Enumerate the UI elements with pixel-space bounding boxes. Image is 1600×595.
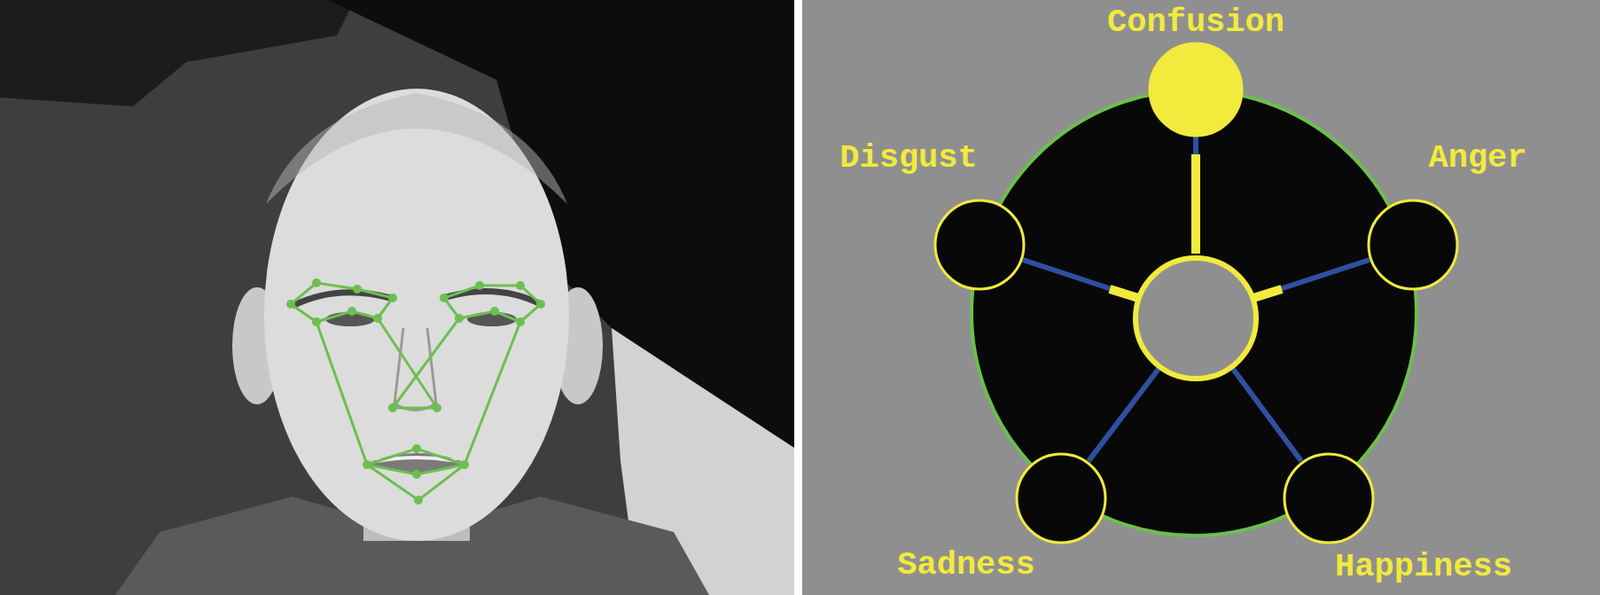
node-outline (1366, 198, 1460, 291)
emotion-node: Anger (1366, 198, 1460, 291)
node-circle (1284, 453, 1374, 543)
emotion-node: Sadness (1014, 452, 1108, 545)
emotion-label: Happiness (1334, 547, 1513, 586)
emotion-label: Anger (1428, 139, 1527, 177)
panel-ground (802, 0, 1600, 595)
emotion-node: Confusion (1147, 41, 1244, 138)
emotion-label: Confusion (1107, 3, 1285, 41)
node-circle (1368, 200, 1458, 289)
node-outline (1282, 452, 1375, 545)
node-outline (933, 198, 1026, 291)
face-photo (0, 0, 795, 595)
landmark-mesh (286, 278, 546, 505)
spokes (1022, 132, 1370, 461)
emotion-node: Disgust (933, 198, 1026, 291)
hub-circle (1135, 257, 1257, 379)
node-circle (1016, 453, 1106, 543)
emotion-node: Happiness (1282, 452, 1375, 545)
node-circle (1149, 43, 1242, 136)
node-outline (1014, 452, 1108, 545)
node-circle (935, 200, 1024, 289)
emotion-label: Disgust (839, 139, 977, 177)
emotion-label: Sadness (897, 546, 1035, 584)
node-outline (1147, 41, 1244, 138)
